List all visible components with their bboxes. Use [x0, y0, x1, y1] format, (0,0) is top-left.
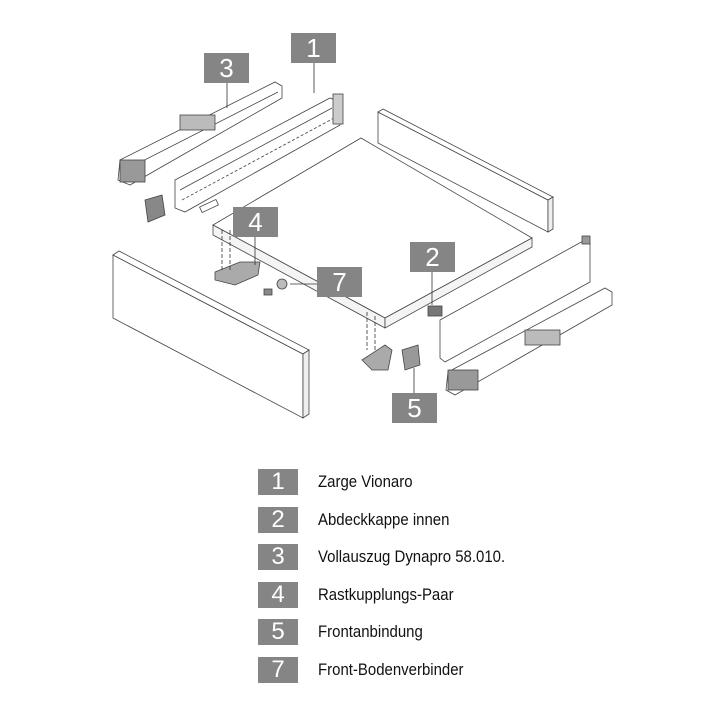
legend-label: Zarge Vionaro: [318, 472, 413, 491]
callout-4: 4: [233, 207, 278, 237]
right-runner: [445, 287, 613, 396]
legend-number: 7: [258, 656, 298, 683]
right-coupling: [361, 344, 393, 371]
right-side-profile: [439, 235, 591, 363]
legend-label: Front-Bodenverbinder: [318, 659, 464, 679]
legend-label: Vollauszug Dynapro 58.010.: [318, 547, 506, 567]
legend-number: 4: [258, 581, 298, 608]
callout-3: 3: [204, 53, 249, 83]
left-front-bracket: [144, 194, 166, 223]
legend-number: 1: [258, 469, 298, 495]
front-panel: [112, 250, 310, 419]
front-floor-connector: [276, 278, 288, 290]
legend-item: 2 Abdeckkappe innen: [258, 506, 531, 534]
legend-label: Rastkupplungs-Paar: [318, 584, 454, 604]
leader-lines: [221, 63, 433, 393]
legend-number: 3: [258, 544, 298, 571]
left-runner: [117, 81, 283, 186]
floor-panel: [212, 137, 533, 329]
legend-item: 5 Frontanbindung: [258, 618, 531, 646]
callout-7: 7: [317, 267, 362, 297]
parts-legend: 1 Zarge Vionaro 2 Abdeckkappe innen 3 Volla…: [258, 468, 531, 694]
legend-number: 5: [258, 619, 298, 646]
legend-label: Abdeckkappe innen: [318, 509, 450, 529]
legend-item: 7 Front-Bodenverbinder: [258, 656, 531, 684]
right-front-bracket: [401, 344, 421, 371]
cover-cap-left: [199, 198, 219, 214]
left-coupling: [214, 261, 261, 286]
cover-cap-right: [427, 305, 443, 317]
screw: [263, 288, 273, 296]
legend-item: 1 Zarge Vionaro: [258, 468, 531, 496]
legend-item: 4 Rastkupplungs-Paar: [258, 581, 531, 609]
legend-item: 3 Vollauszug Dynapro 58.010.: [258, 543, 531, 571]
legend-label: Frontanbindung: [318, 622, 423, 642]
callout-5: 5: [392, 393, 437, 423]
callout-1: 1: [291, 33, 336, 63]
legend-number: 2: [258, 506, 298, 533]
callout-2: 2: [410, 242, 455, 272]
left-side-profile: [174, 93, 344, 213]
back-panel: [377, 108, 554, 233]
